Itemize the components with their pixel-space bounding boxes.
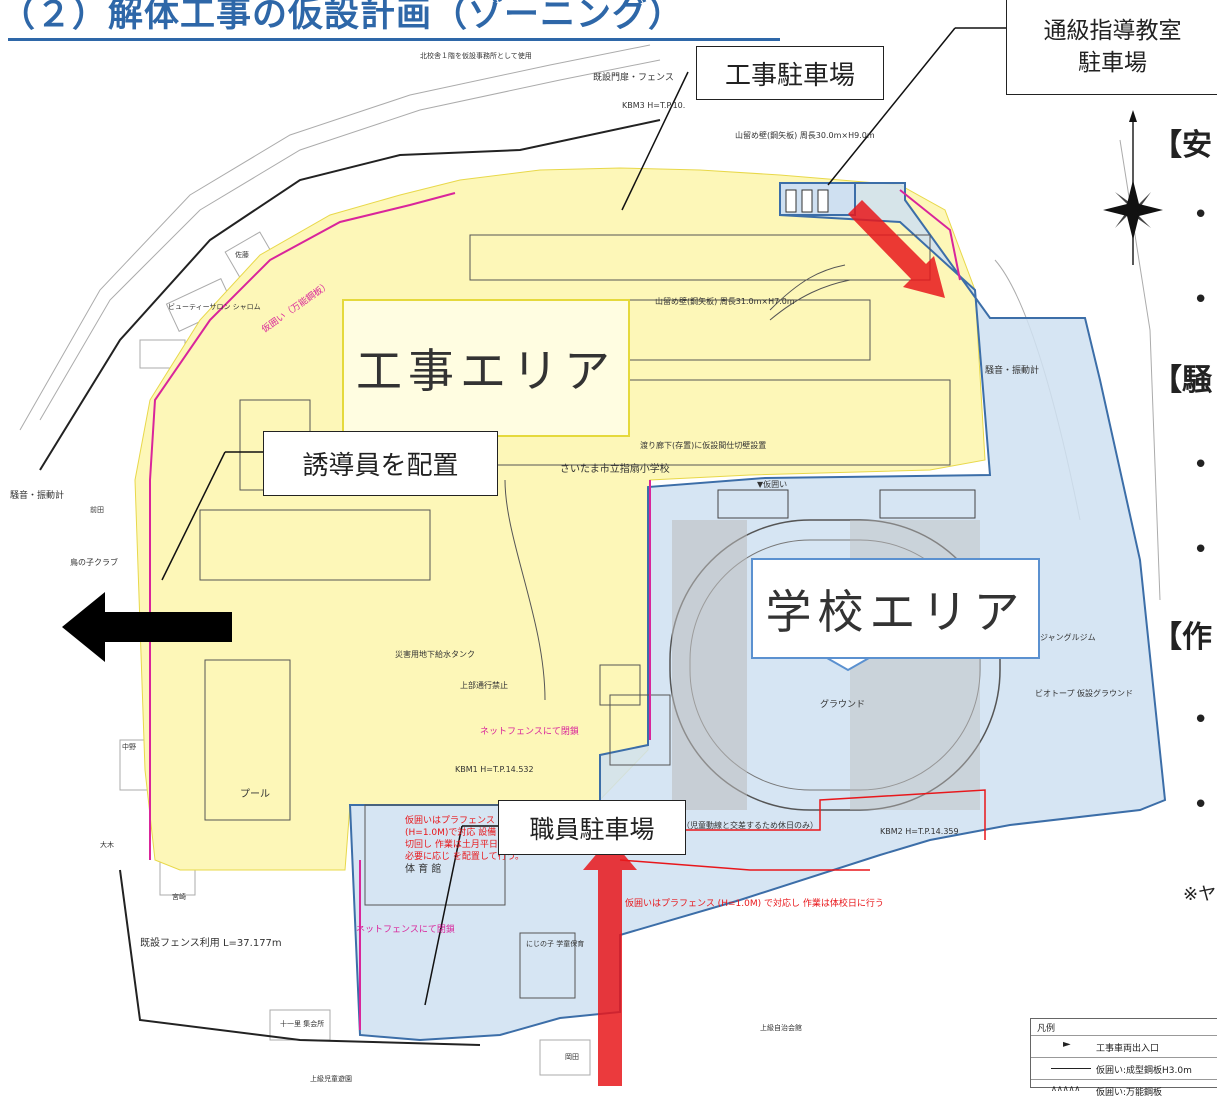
legend-row-vehicle: ► 工事車両出入口	[1031, 1035, 1217, 1058]
construction-parking-callout: 工事駐車場	[696, 46, 884, 100]
legend-title: 凡例	[1037, 1024, 1056, 1034]
legend-row-fence-steel: 仮囲い:成型鋼板H3.0m	[1031, 1057, 1217, 1080]
house-sato: 佐藤	[235, 251, 249, 259]
biotope-label: ビオトープ 仮設グラウンド	[1035, 689, 1134, 698]
side-bullet-3: •	[1193, 450, 1209, 480]
annex-use-label: 北校舎１階を仮設事務所として使用	[420, 52, 532, 60]
legend-row-fence-universal: ∧∧∧∧∧ 仮囲い:万能鋼板	[1031, 1079, 1217, 1102]
kbm3-label: KBM3 H=T.P.10.	[622, 101, 686, 110]
house-children-park: 上級児童遊園	[310, 1075, 352, 1083]
legend-fence-line	[1051, 1068, 1091, 1069]
title-underline	[8, 38, 780, 41]
pool-label: プール	[240, 789, 270, 800]
legend-fence-zigzag: ∧∧∧∧∧	[1051, 1084, 1081, 1093]
page-title: （２）解体工事の仮設計画（ゾーニング）	[0, 0, 685, 35]
entry-arrow-icon	[848, 200, 945, 298]
net-fence-label-2: ネットフェンスにて閉鎖	[356, 925, 455, 935]
house-community-hall: 上級自治会館	[760, 1024, 802, 1032]
school-area-callout: 学校エリア	[751, 558, 1040, 659]
exit-arrow-icon	[62, 592, 232, 662]
side-note: ※ヤ	[1183, 884, 1217, 905]
red-note-1: 仮囲いはプラフェンス (H=1.0M)で対応 設備・電気切回し 作業は土月平日 …	[405, 816, 525, 862]
side-bullet-5: •	[1193, 705, 1209, 735]
red-note-2: 仮囲いはプラフェンス (H=1.0M) で対応し 作業は体校日に行う	[625, 899, 884, 909]
staff-entry-arrow-icon	[583, 838, 637, 1086]
staff-parking-callout: 職員駐車場	[498, 800, 686, 855]
beauty-salon-label: ビューティーサロン シャロム	[168, 303, 261, 311]
construction-area-callout: 工事エリア	[342, 299, 630, 437]
temp-fence-mark: ▼仮囲い	[757, 480, 788, 489]
side-bullet-2: •	[1193, 285, 1209, 315]
work-vehicle-route	[610, 789, 986, 871]
net-fence-label-1: ネットフェンスにて閉鎖	[480, 727, 579, 737]
jungle-gym-label: ジャングルジム	[1040, 633, 1096, 642]
special-class-parking-callout: 通級指導教室 駐車場	[1006, 0, 1217, 95]
site-boundary	[39, 119, 661, 471]
bird-club-label: 鳥の子クラブ	[70, 558, 118, 567]
fence-use-label: 既設フェンス利用 L=37.177m	[140, 938, 282, 949]
gate-label: 既設門扉・フェンス	[593, 73, 674, 83]
house-oki: 大木	[100, 841, 114, 849]
callout-leaders	[161, 27, 1006, 1006]
existing-buildings	[199, 234, 951, 999]
compass-rose-icon	[1103, 110, 1163, 265]
gym-label: 体 育 館	[405, 864, 442, 875]
parking-slots	[785, 189, 829, 213]
side-heading-work: 【作	[1152, 620, 1212, 655]
legend-vehicle-icon: ►	[1063, 1039, 1071, 1050]
legend: 凡例 ► 工事車両出入口 仮囲い:成型鋼板H3.0m ∧∧∧∧∧ 仮囲い:万能鋼…	[1030, 1018, 1217, 1098]
retaining-wall-2-label: 山留め壁(鋼矢板) 周長31.0m×H7.0m	[655, 297, 795, 306]
legend-row-fence-universal-label: 仮囲い:万能鋼板	[1096, 1088, 1163, 1098]
guide-staff-callout: 誘導員を配置	[263, 431, 498, 496]
kbm1-label: KBM1 H=T.P.14.532	[455, 765, 534, 774]
work-vehicle-label: 工事車両（児童動線と交差するため休日のみ）	[650, 821, 818, 830]
special-class-parking-line1: 通級指導教室	[1043, 18, 1182, 44]
side-bullet-6: •	[1193, 790, 1209, 820]
nijinoko-label: にじの子 学童保育	[526, 940, 585, 948]
school-name-label: さいたま市立指扇小学校	[560, 464, 670, 475]
house-meeting-place: 十一里 集会所	[280, 1020, 325, 1028]
noise-meter-right: 騒音・振動計	[985, 366, 1040, 376]
retaining-wall-1-label: 山留め壁(鋼矢板) 周長30.0m×H9.0m	[735, 131, 875, 140]
yellow-line-note: 渡り廊下(存置)に仮設間仕切壁設置	[640, 441, 767, 450]
water-tank-label: 災害用地下給水タンク	[395, 650, 475, 659]
special-class-parking-line2: 駐車場	[1078, 50, 1147, 76]
legend-row-vehicle-label: 工事車両出入口	[1096, 1044, 1160, 1054]
side-heading-noise: 【騒	[1152, 363, 1212, 398]
ground-label: グラウンド	[820, 700, 866, 710]
house-maeda: 前田	[90, 506, 104, 514]
side-bullet-1: •	[1193, 200, 1209, 230]
side-heading-safety: 【安	[1152, 128, 1212, 163]
site-boundary-south	[119, 869, 481, 1046]
side-bullet-4: •	[1193, 535, 1209, 565]
noise-meter-left: 騒音・振動計	[10, 491, 65, 501]
legend-row-fence-steel-label: 仮囲い:成型鋼板H3.0m	[1096, 1066, 1192, 1076]
no-entry-label: 上部通行禁止	[460, 681, 508, 690]
house-nakano: 中野	[122, 743, 136, 751]
house-okada: 岡田	[565, 1053, 579, 1061]
house-miyazaki: 宮崎	[172, 893, 186, 901]
temporary-fence-lines	[149, 189, 961, 1030]
kbm2-label: KBM2 H=T.P.14.359	[880, 827, 959, 836]
